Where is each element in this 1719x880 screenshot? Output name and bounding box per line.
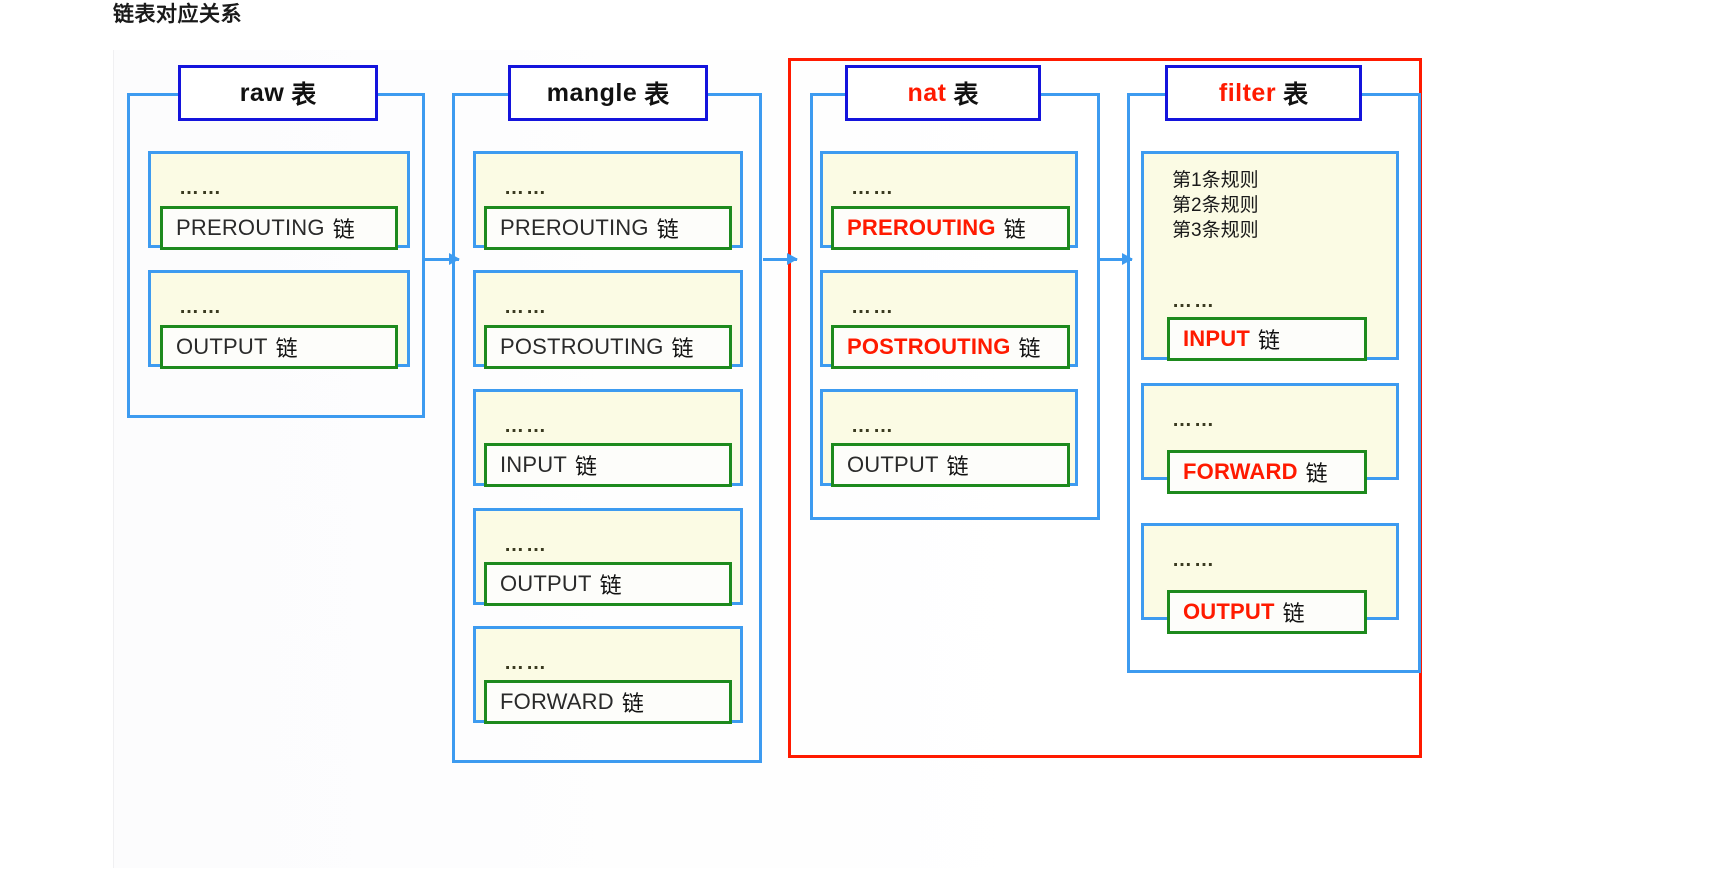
table-name-nat: nat [907,78,947,107]
ellipsis-raw-output: …… [179,296,223,318]
chain-suffix-mangle-forward: 链 [621,691,644,716]
ellipsis-filter-output: …… [1172,549,1216,571]
chain-name-nat-output: OUTPUT [847,452,939,477]
chain-box-mangle-postrouting: POSTROUTING 链 [484,325,732,369]
ellipsis-nat-postrouting: …… [851,296,895,318]
ellipsis-nat-output: …… [851,415,895,437]
chain-name-mangle-prerouting: PREROUTING [500,215,649,240]
chain-name-nat-prerouting: PREROUTING [847,215,996,240]
chain-box-mangle-input: INPUT 链 [484,443,732,487]
chain-suffix-nat-postrouting: 链 [1018,336,1041,361]
table-name-raw: raw [239,78,285,107]
chain-name-filter-output: OUTPUT [1183,599,1275,624]
chain-box-raw-output: OUTPUT 链 [160,325,398,369]
chain-name-filter-forward: FORWARD [1183,459,1298,484]
ellipsis-mangle-prerouting: …… [504,177,548,199]
chain-box-mangle-output: OUTPUT 链 [484,562,732,606]
rule-line: 第3条规则 [1172,220,1259,241]
chain-box-filter-input: INPUT 链 [1167,317,1367,361]
chain-name-mangle-forward: FORWARD [500,689,614,714]
chain-box-nat-output: OUTPUT 链 [831,443,1070,487]
ellipsis-mangle-input: …… [504,415,548,437]
chain-suffix-raw-prerouting: 链 [332,217,355,242]
chain-box-filter-forward: FORWARD 链 [1167,450,1367,494]
table-suffix-nat: 表 [953,81,979,109]
ellipsis-filter-input: …… [1172,290,1216,312]
chain-suffix-filter-output: 链 [1282,601,1305,626]
chain-suffix-filter-input: 链 [1258,328,1281,353]
chain-suffix-mangle-output: 链 [599,573,622,598]
chain-name-raw-output: OUTPUT [176,334,268,359]
ellipsis-mangle-postrouting: …… [504,296,548,318]
chain-name-mangle-postrouting: POSTROUTING [500,334,664,359]
chain-name-nat-postrouting: POSTROUTING [847,334,1011,359]
chain-box-nat-prerouting: PREROUTING 链 [831,206,1070,250]
chain-box-filter-output: OUTPUT 链 [1167,590,1367,634]
chain-suffix-nat-output: 链 [946,454,969,479]
ellipsis-filter-forward: …… [1172,409,1216,431]
arrow-nat-to-filter [1098,253,1133,265]
chain-suffix-raw-output: 链 [275,336,298,361]
chain-box-nat-postrouting: POSTROUTING 链 [831,325,1070,369]
chain-suffix-mangle-prerouting: 链 [656,217,679,242]
ellipsis-raw-prerouting: …… [179,177,223,199]
table-group-raw [127,93,425,418]
arrow-raw-to-mangle [425,253,460,265]
chain-suffix-nat-prerouting: 链 [1003,217,1026,242]
chain-name-filter-input: INPUT [1183,326,1250,351]
table-name-mangle: mangle [546,78,638,107]
ellipsis-mangle-output: …… [504,534,548,556]
table-suffix-mangle: 表 [644,81,670,109]
page-title: 链表对应关系 [113,3,242,26]
rule-line: 第1条规则 [1172,170,1259,191]
table-suffix-filter: 表 [1283,81,1309,109]
table-name-filter: filter [1218,78,1277,107]
rule-list-filter-input: 第1条规则第2条规则第3条规则 [1172,168,1259,243]
chain-box-raw-prerouting: PREROUTING 链 [160,206,398,250]
chain-name-raw-prerouting: PREROUTING [176,215,325,240]
chain-name-mangle-input: INPUT [500,452,567,477]
table-suffix-raw: 表 [291,81,317,109]
ellipsis-nat-prerouting: …… [851,177,895,199]
arrow-mangle-to-nat [763,253,798,265]
rule-line: 第2条规则 [1172,195,1259,216]
chain-box-mangle-forward: FORWARD 链 [484,680,732,724]
chain-suffix-filter-forward: 链 [1305,461,1328,486]
chain-suffix-mangle-postrouting: 链 [671,336,694,361]
chain-suffix-mangle-input: 链 [575,454,598,479]
ellipsis-mangle-forward: …… [504,652,548,674]
chain-box-mangle-prerouting: PREROUTING 链 [484,206,732,250]
chain-name-mangle-output: OUTPUT [500,571,592,596]
